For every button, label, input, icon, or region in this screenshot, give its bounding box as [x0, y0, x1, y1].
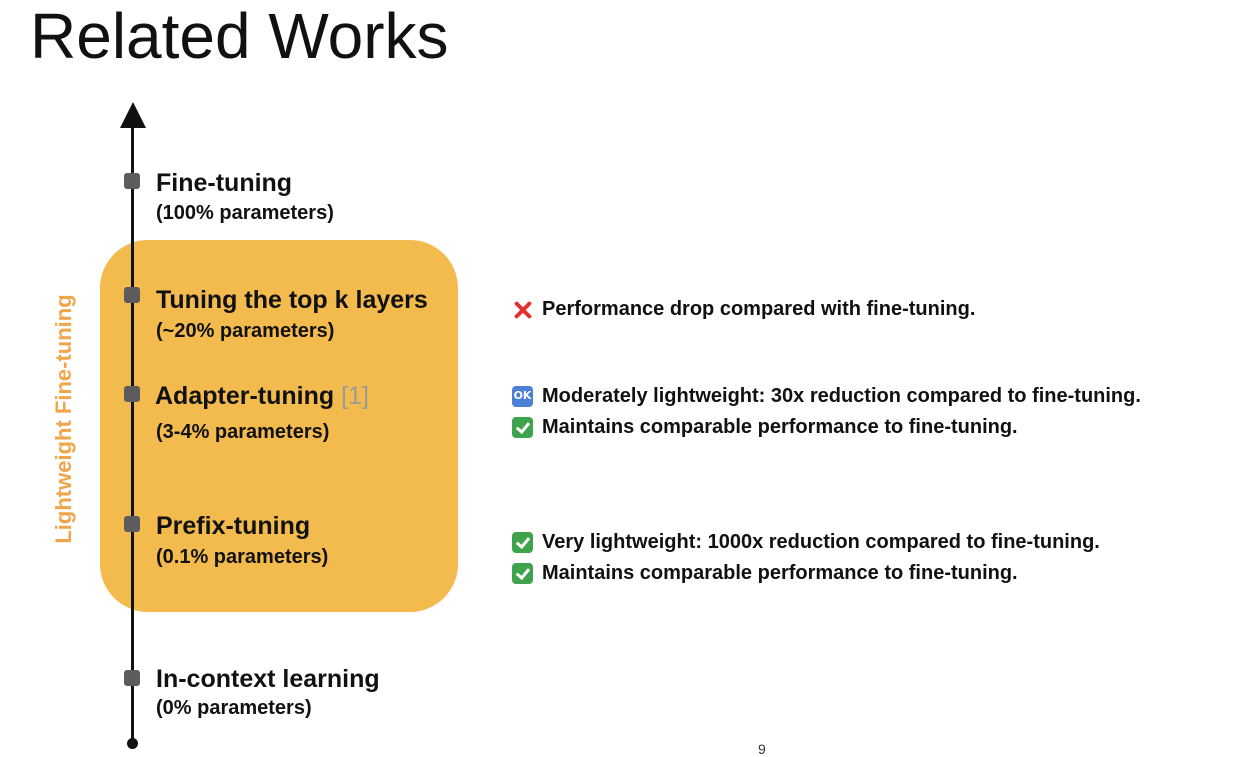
note-comparable-performance-prefix: Maintains comparable performance to fine…: [512, 561, 1018, 585]
axis-end-dot: [127, 738, 138, 749]
item-title-prefix: Prefix-tuning: [156, 512, 311, 540]
cross-mark-icon: [512, 299, 533, 320]
timeline-marker-top-k: [124, 287, 140, 303]
note-text: Very lightweight: 1000x reduction compar…: [542, 531, 1100, 553]
item-sub-in-context: (0% parameters): [156, 697, 312, 719]
item-title-adapter: Adapter-tuning [1]: [155, 381, 369, 411]
item-sub-prefix: (0.1% parameters): [156, 546, 329, 568]
note-text: Performance drop compared with fine-tuni…: [542, 298, 976, 320]
ok-button-icon: [512, 385, 533, 407]
note-performance-drop: Performance drop compared with fine-tuni…: [512, 297, 975, 321]
page-number: 9: [758, 741, 766, 757]
check-mark-icon: [512, 562, 533, 584]
timeline-marker-in-context: [124, 670, 140, 686]
item-sub-fine-tuning: (100% parameters): [156, 202, 334, 224]
item-title-adapter-text: Adapter-tuning: [155, 382, 335, 410]
item-title-in-context: In-context learning: [156, 665, 380, 693]
timeline-marker-fine-tuning: [124, 173, 140, 189]
lightweight-highlight-box: [100, 240, 458, 612]
note-very-lightweight: Very lightweight: 1000x reduction compar…: [512, 530, 1100, 554]
item-title-fine-tuning: Fine-tuning: [156, 169, 293, 197]
item-sub-top-k: (~20% parameters): [156, 320, 335, 342]
item-sub-adapter: (3-4% parameters): [156, 421, 330, 443]
note-moderately-lightweight: Moderately lightweight: 30x reduction co…: [512, 384, 1141, 408]
check-mark-icon: [512, 416, 533, 438]
note-comparable-performance-adapter: Maintains comparable performance to fine…: [512, 415, 1018, 439]
item-title-top-k: Tuning the top k layers: [156, 286, 428, 314]
citation-ref: [1]: [341, 382, 369, 410]
note-text: Maintains comparable performance to fine…: [542, 562, 1018, 584]
lightweight-fine-tuning-label: Lightweight Fine-tuning: [51, 294, 76, 544]
check-mark-icon: [512, 531, 533, 553]
timeline-marker-adapter: [124, 386, 140, 402]
note-text: Moderately lightweight: 30x reduction co…: [542, 385, 1141, 407]
note-text: Maintains comparable performance to fine…: [542, 416, 1018, 438]
timeline-marker-prefix: [124, 516, 140, 532]
timeline-axis: [131, 118, 134, 746]
up-arrow-icon: [120, 102, 146, 128]
slide-title: Related Works: [30, 0, 449, 72]
